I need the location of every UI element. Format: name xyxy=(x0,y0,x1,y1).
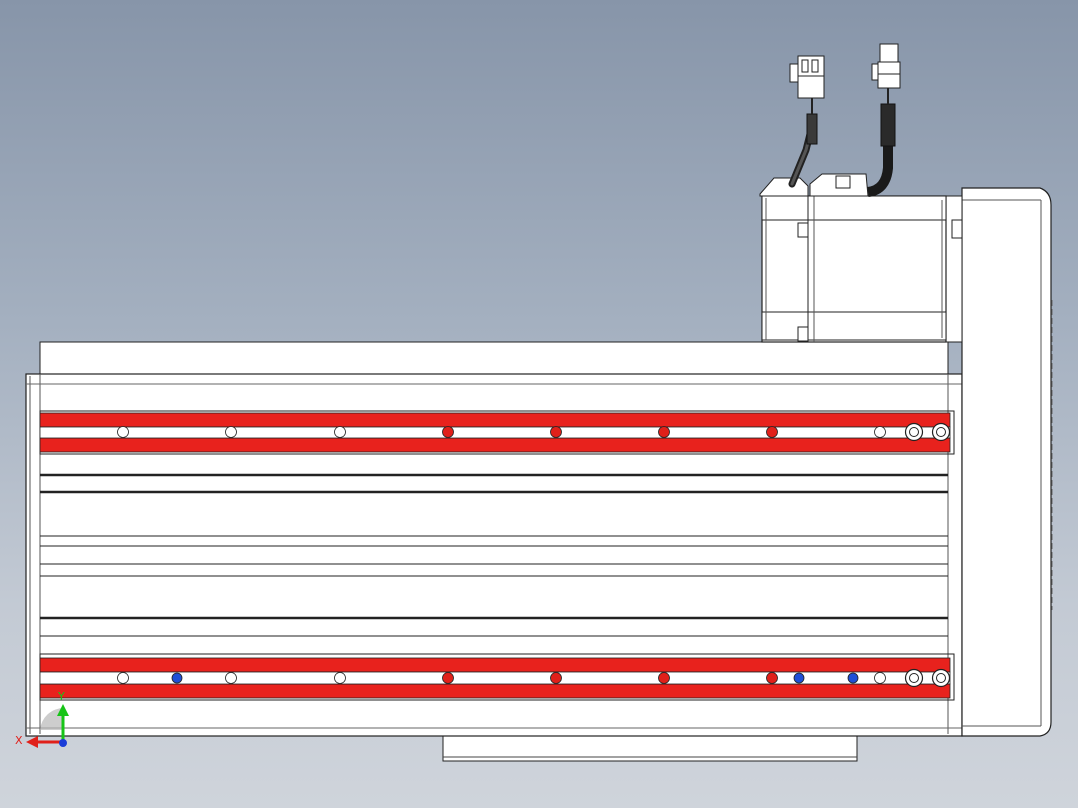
hole xyxy=(550,672,562,684)
hole xyxy=(117,672,129,684)
hole xyxy=(442,672,454,684)
coordinate-triad: X Y xyxy=(15,690,69,748)
hole xyxy=(766,672,778,684)
hole xyxy=(874,672,886,684)
bottom-slot-end-bolts xyxy=(904,668,951,688)
top-slot-holes xyxy=(117,426,886,438)
x-axis-label: X xyxy=(15,734,23,747)
power-connector xyxy=(789,55,825,99)
y-axis-label: Y xyxy=(57,690,65,703)
hole xyxy=(334,672,346,684)
top-cover xyxy=(39,341,949,376)
motor-flange xyxy=(945,195,963,343)
hole xyxy=(874,426,886,438)
hole xyxy=(658,672,670,684)
hole xyxy=(171,672,183,684)
profile-grooves xyxy=(40,473,948,637)
hole xyxy=(847,672,859,684)
hole xyxy=(793,672,805,684)
servo-motor xyxy=(761,195,947,343)
bottom-t-slot xyxy=(39,653,955,701)
hole xyxy=(550,426,562,438)
end-cap xyxy=(961,187,1053,737)
hole xyxy=(225,672,237,684)
hole xyxy=(766,426,778,438)
hole xyxy=(117,426,129,438)
encoder-cable xyxy=(867,88,896,197)
top-t-slot xyxy=(39,410,955,455)
power-cable xyxy=(788,98,818,188)
hole xyxy=(334,426,346,438)
hole xyxy=(442,426,454,438)
hole xyxy=(658,426,670,438)
motor-cable-glands xyxy=(759,173,869,197)
bottom-slot-holes xyxy=(117,672,886,684)
encoder-connector xyxy=(871,43,901,89)
top-slot-end-bolts xyxy=(904,422,951,442)
hole xyxy=(225,426,237,438)
